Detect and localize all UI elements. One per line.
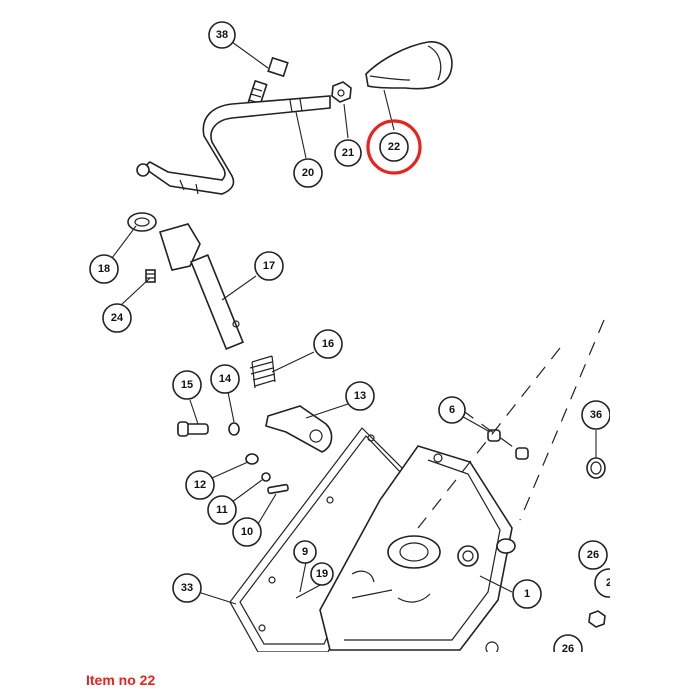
part-plug-6 xyxy=(487,429,529,460)
callout-14[interactable]: 14 xyxy=(210,364,240,394)
callout-12[interactable]: 12 xyxy=(185,470,215,500)
callout-33-label: 33 xyxy=(181,582,193,594)
callout-38[interactable]: 38 xyxy=(208,21,236,49)
callout-2-label: 2 xyxy=(606,577,612,589)
callout-38-label: 38 xyxy=(216,29,228,41)
callout-19[interactable]: 19 xyxy=(310,562,334,586)
part-bracket-13 xyxy=(265,405,333,453)
callout-1[interactable]: 1 xyxy=(512,579,542,609)
callout-12-label: 12 xyxy=(194,479,206,491)
callout-24-label: 24 xyxy=(111,312,124,324)
callout-21-label: 21 xyxy=(342,147,354,159)
part-pin-10 xyxy=(267,483,289,495)
callout-1-label: 1 xyxy=(524,588,530,600)
callout-26[interactable]: 26 xyxy=(578,540,608,570)
callout-11-label: 11 xyxy=(216,504,228,516)
callout-14-label: 14 xyxy=(219,373,232,385)
part-nut-lower xyxy=(588,610,606,628)
part-housing-1 xyxy=(319,445,516,655)
callout-20-label: 20 xyxy=(302,167,314,179)
callout-10[interactable]: 10 xyxy=(232,517,262,547)
callout-22-label: 22 xyxy=(388,141,400,153)
callout-9-label: 9 xyxy=(302,546,308,558)
callout-10-label: 10 xyxy=(241,526,253,538)
callout-17[interactable]: 17 xyxy=(254,251,284,281)
dashed-outline xyxy=(461,409,521,453)
callout-36[interactable]: 36 xyxy=(581,400,611,430)
callout-13[interactable]: 13 xyxy=(345,381,375,411)
callout-16-label: 16 xyxy=(322,338,334,350)
dashed-outline xyxy=(519,319,605,521)
callout-11[interactable]: 11 xyxy=(207,495,237,525)
crop-mask xyxy=(610,0,700,700)
part-knob-22 xyxy=(365,41,453,90)
callout-19-label: 19 xyxy=(316,568,328,580)
part-shaft-17 xyxy=(158,223,244,350)
callout-6[interactable]: 6 xyxy=(438,396,466,424)
part-nut-21 xyxy=(331,81,352,103)
part-pin-11 xyxy=(261,472,271,482)
callout-9[interactable]: 9 xyxy=(293,540,317,564)
part-oring-36 xyxy=(586,457,606,479)
callout-6-label: 6 xyxy=(449,404,455,416)
callout-17-label: 17 xyxy=(263,260,275,272)
highlight-ring xyxy=(366,119,422,175)
part-spring-16 xyxy=(249,355,276,389)
callout-36-label: 36 xyxy=(590,409,602,421)
callout-16[interactable]: 16 xyxy=(313,329,343,359)
part-bolt-15 xyxy=(177,421,209,437)
part-washer-14 xyxy=(228,422,240,436)
callout-15-label: 15 xyxy=(181,379,193,391)
item-caption: Item no 22 xyxy=(86,672,156,688)
callout-15[interactable]: 15 xyxy=(172,370,202,400)
callout-21[interactable]: 21 xyxy=(334,139,362,167)
callout-18-label: 18 xyxy=(98,263,110,275)
callout-18[interactable]: 18 xyxy=(89,254,119,284)
part-lever-20 xyxy=(136,95,331,195)
callout-24[interactable]: 24 xyxy=(102,303,132,333)
callout-26-label: 26 xyxy=(587,549,599,561)
part-pin-12 xyxy=(245,453,259,465)
leader-lines xyxy=(111,41,597,605)
callout-22[interactable]: 22 xyxy=(366,119,422,175)
part-washer-18 xyxy=(127,212,157,232)
part-screw-24 xyxy=(145,269,156,283)
callout-20[interactable]: 20 xyxy=(293,158,323,188)
callout-33[interactable]: 33 xyxy=(172,573,202,603)
crop-mask xyxy=(0,652,700,700)
callout-13-label: 13 xyxy=(354,390,366,402)
